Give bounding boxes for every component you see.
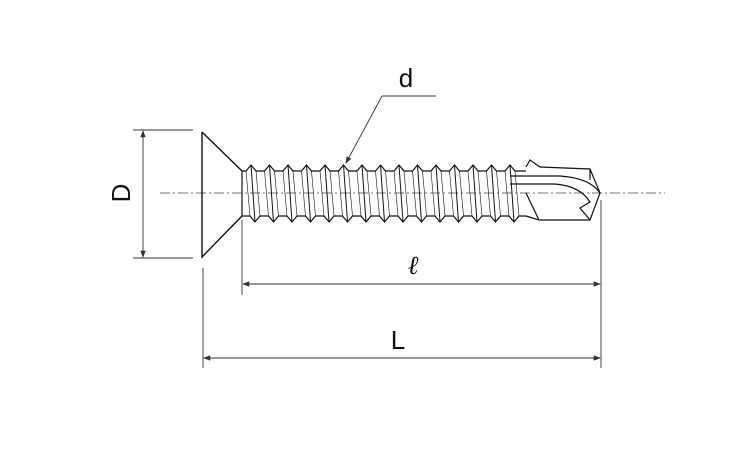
thread-helix-line	[306, 164, 311, 223]
thread-helix-line	[486, 170, 491, 217]
screw-threads	[242, 164, 540, 223]
thread-helix-line	[472, 164, 478, 223]
thread-helix-line	[496, 170, 501, 217]
thread-helix-line	[292, 170, 298, 217]
thread-helix-line	[356, 170, 362, 217]
thread-helix-line	[366, 170, 372, 217]
thread-helix-line	[348, 170, 353, 217]
thread-helix-line	[440, 170, 446, 217]
thread-helix-line	[467, 170, 473, 217]
thread-helix-line	[430, 170, 436, 217]
thread-helix-line	[255, 170, 261, 217]
drill-tip	[510, 159, 601, 221]
thread-helix-line	[329, 170, 335, 217]
label-d: d	[399, 63, 413, 93]
thread-helix-line	[245, 170, 251, 217]
label-l: ℓ	[408, 251, 419, 281]
thread-helix-line	[385, 170, 390, 217]
thread-helix-line	[269, 164, 274, 223]
thread-helix-line	[435, 164, 441, 223]
thread-helix-line	[361, 164, 367, 223]
thread-helix-line	[504, 170, 510, 217]
thread-diameter-leader	[345, 95, 436, 164]
thread-helix-line	[282, 170, 288, 217]
thread-helix-line	[338, 170, 343, 217]
thread-helix-line	[417, 164, 422, 223]
thread-length-dimension	[241, 200, 602, 368]
thread-helix-line	[398, 164, 404, 223]
thread-profile-top	[242, 164, 526, 172]
thread-helix-line	[319, 170, 325, 217]
thread-helix-line	[422, 170, 427, 217]
thread-helix-line	[343, 164, 348, 223]
thread-helix-line	[459, 170, 464, 217]
thread-helix-line	[454, 164, 459, 223]
thread-helix-line	[311, 170, 316, 217]
thread-helix-line	[380, 164, 385, 223]
thread-helix-line	[324, 164, 330, 223]
thread-profile-bottom	[242, 215, 540, 223]
thread-helix-line	[514, 170, 520, 217]
thread-helix-line	[477, 170, 483, 217]
thread-helix-line	[403, 170, 409, 217]
head-diameter-dimension	[133, 129, 193, 259]
thread-helix-line	[287, 164, 293, 223]
thread-helix-line	[449, 170, 454, 217]
thread-helix-line	[393, 170, 399, 217]
thread-helix-line	[250, 164, 256, 223]
thread-helix-line	[375, 170, 380, 217]
label-L: L	[391, 325, 405, 355]
thread-helix-line	[301, 170, 306, 217]
total-length-dimension	[202, 268, 601, 368]
thread-helix-line	[509, 164, 515, 223]
thread-helix-line	[264, 170, 269, 217]
screw-head	[201, 131, 243, 259]
thread-helix-line	[274, 170, 279, 217]
thread-helix-line	[412, 170, 417, 217]
thread-helix-line	[491, 164, 496, 223]
label-D: D	[106, 184, 136, 203]
